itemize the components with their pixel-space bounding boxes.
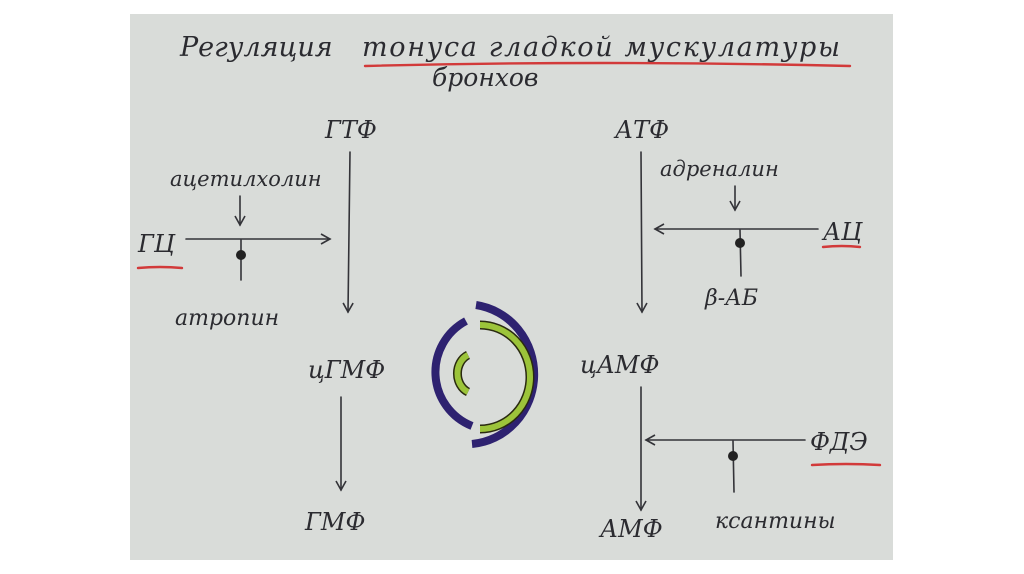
atropine-inhibitor-dot — [236, 250, 246, 260]
ac-underline — [821, 244, 862, 249]
title-underlined: тонуса гладкой мускулатуры — [362, 32, 840, 63]
ring-symbol — [431, 301, 539, 448]
ac-label: АЦ — [821, 218, 863, 246]
paper — [130, 14, 893, 560]
ring-outer-left-arc — [431, 317, 474, 430]
arrow-gtp-cgmp — [342, 151, 354, 314]
xanthines-inhibitor-stem — [732, 440, 735, 493]
acetylcholine-label: ацетилхолин — [170, 167, 322, 191]
amp-label: АМФ — [598, 515, 663, 543]
gc-label: ГЦ — [137, 230, 176, 258]
gtp-label: ГТФ — [324, 116, 377, 144]
xanthines-label: ксантины — [715, 509, 836, 534]
beta-blocker-label: β-АБ — [704, 286, 758, 311]
ring-small-left-arc — [454, 352, 470, 395]
title-prefix: Регуляция — [179, 32, 333, 63]
title-underline — [363, 61, 852, 68]
beta-blocker-inhibitor-stem — [739, 229, 742, 277]
ring-inner-right-arc — [479, 322, 533, 432]
adrenaline-label: адреналин — [660, 157, 779, 181]
beta-blocker-inhibitor-dot — [735, 238, 745, 248]
atropine-label: атропин — [175, 306, 279, 331]
cgmp-label: цГМФ — [308, 356, 385, 384]
atp-label: АТФ — [613, 116, 669, 144]
camp-label: цАМФ — [580, 351, 659, 379]
arrow-atp-camp — [636, 151, 648, 314]
gc-underline — [136, 265, 184, 270]
pde-label: ФДЭ — [810, 428, 868, 456]
gmp-label: ГМФ — [304, 508, 365, 536]
title-line2: бронхов — [432, 63, 538, 92]
xanthines-inhibitor-dot — [728, 451, 738, 461]
pde-underline — [810, 462, 882, 467]
